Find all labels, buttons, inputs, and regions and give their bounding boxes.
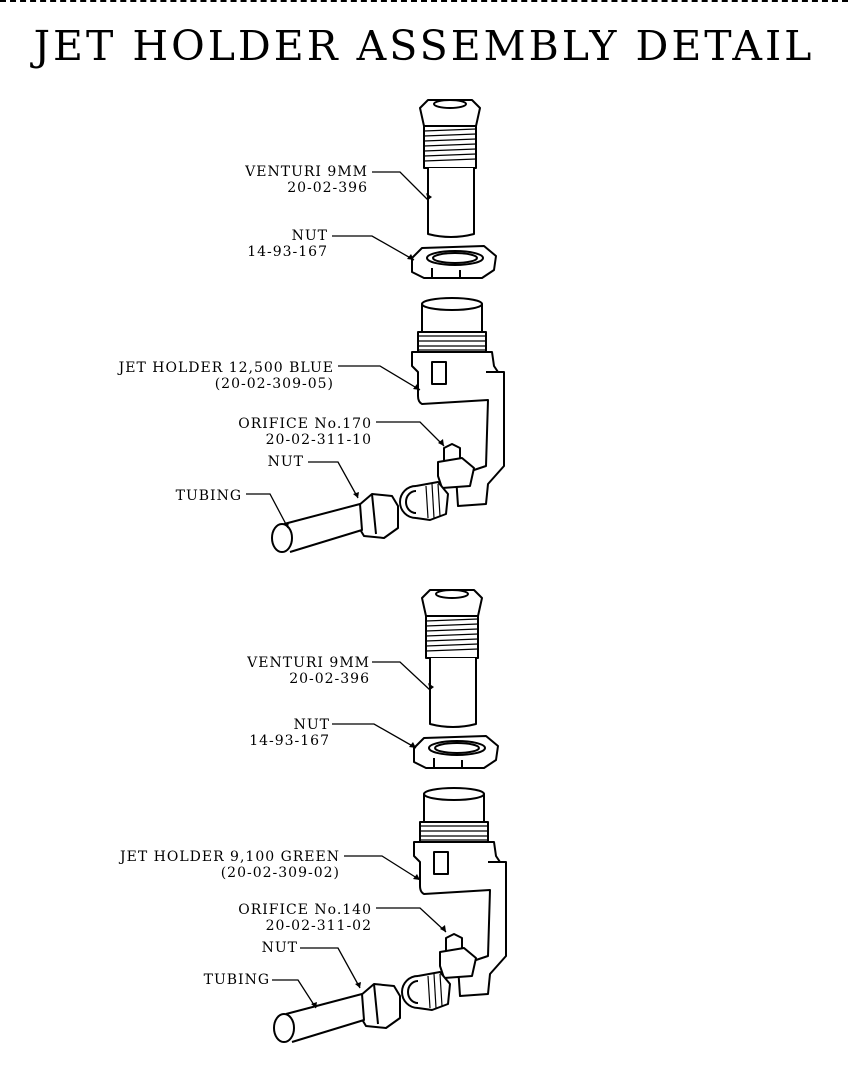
venturi-part-number: 20-02-396 <box>289 671 370 687</box>
callout-nut-bottom-1: NUT <box>268 454 304 470</box>
orifice-label: ORIFICE No.170 <box>238 416 372 432</box>
nut-label: NUT <box>261 940 298 956</box>
cropped-header-rule <box>0 0 848 5</box>
callout-tubing-2: TUBING <box>204 972 270 988</box>
venturi-label: VENTURI 9MM <box>245 164 368 180</box>
tubing-label: TUBING <box>203 972 270 988</box>
venturi-part-number: 20-02-396 <box>287 180 368 196</box>
callout-jet-holder-2: JET HOLDER 9,100 GREEN (20-02-309-02) <box>120 849 340 881</box>
nut-part-number: 14-93-167 <box>249 733 330 749</box>
callout-orifice-2: ORIFICE No.140 20-02-311-02 <box>238 902 372 934</box>
jet-holder-label: JET HOLDER 12,500 BLUE <box>118 360 334 376</box>
jet-holder-part-number: (20-02-309-02) <box>220 865 340 881</box>
orifice-part-number: 20-02-311-10 <box>265 432 372 448</box>
jet-holder-part-number: (20-02-309-05) <box>214 376 334 392</box>
venturi-label: VENTURI 9MM <box>247 655 370 671</box>
callout-jet-holder-1: JET HOLDER 12,500 BLUE (20-02-309-05) <box>119 360 334 392</box>
callout-nut-top-1: NUT 14-93-167 <box>247 228 328 260</box>
page-title: JET HOLDER ASSEMBLY DETAIL <box>33 22 815 70</box>
tubing-label: TUBING <box>175 488 242 504</box>
orifice-label: ORIFICE No.140 <box>238 902 372 918</box>
nut-label: NUT <box>267 454 304 470</box>
callout-nut-bottom-2: NUT <box>262 940 298 956</box>
nut-label: NUT <box>291 228 328 244</box>
callout-venturi-1: VENTURI 9MM 20-02-396 <box>245 164 368 196</box>
callout-nut-top-2: NUT 14-93-167 <box>249 717 330 749</box>
jet-holder-label: JET HOLDER 9,100 GREEN <box>120 849 340 865</box>
nut-label: NUT <box>293 717 330 733</box>
callout-orifice-1: ORIFICE No.170 20-02-311-10 <box>238 416 372 448</box>
callout-venturi-2: VENTURI 9MM 20-02-396 <box>247 655 370 687</box>
callout-tubing-1: TUBING <box>176 488 242 504</box>
nut-part-number: 14-93-167 <box>247 244 328 260</box>
orifice-part-number: 20-02-311-02 <box>265 918 372 934</box>
